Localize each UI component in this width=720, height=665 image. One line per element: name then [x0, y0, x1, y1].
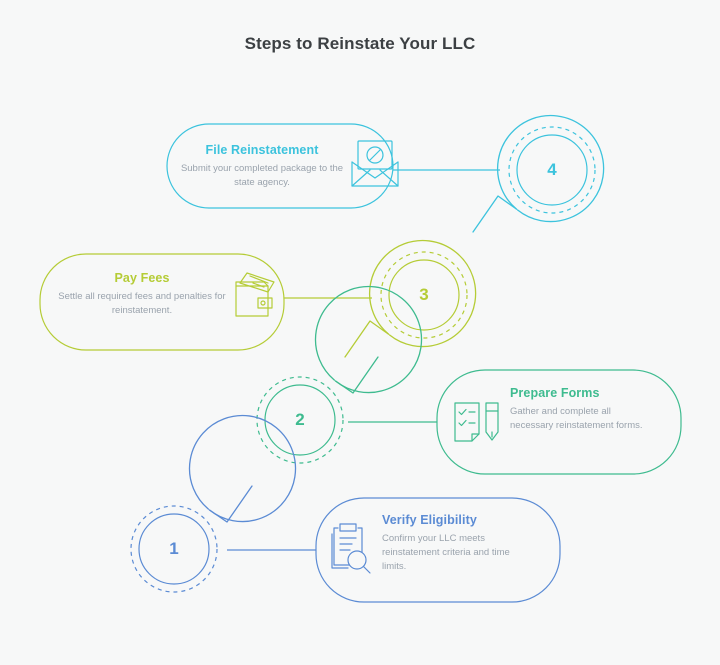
step-1-tail [208, 485, 253, 523]
step-4-card[interactable] [166, 123, 394, 209]
step-1-group [130, 414, 561, 603]
step-4-outer-ring [496, 114, 605, 223]
step-2-dashed-ring [256, 376, 344, 464]
step-3-outer-ring [368, 239, 477, 348]
step-2-tail [334, 356, 379, 394]
step-2-card[interactable] [436, 369, 682, 475]
step-2-group [256, 285, 682, 475]
step-3-card[interactable] [39, 253, 285, 351]
checklist-pen-icon [454, 402, 499, 442]
step-1-dashed-ring [130, 505, 218, 593]
clipboard-search-icon [331, 523, 371, 574]
step-1-inner-ring [138, 513, 210, 585]
step-1-outer-ring [188, 414, 297, 523]
step-3-dashed-ring [380, 251, 468, 339]
wallet-cash-icon [235, 272, 275, 317]
step-4-tail [472, 195, 518, 233]
envelope-document-icon [351, 140, 399, 187]
page-title: Steps to Reinstate Your LLC [244, 34, 476, 53]
step-4-group [166, 114, 605, 233]
step-2-outer-ring [314, 285, 423, 394]
step-2-inner-ring [264, 384, 336, 456]
step-4-inner-ring [516, 134, 588, 206]
step-3-inner-ring [388, 259, 460, 331]
step-3-tail [344, 320, 390, 358]
step-3-group [39, 239, 477, 358]
step-1-card[interactable] [315, 497, 561, 603]
step-4-dashed-ring [508, 126, 596, 214]
